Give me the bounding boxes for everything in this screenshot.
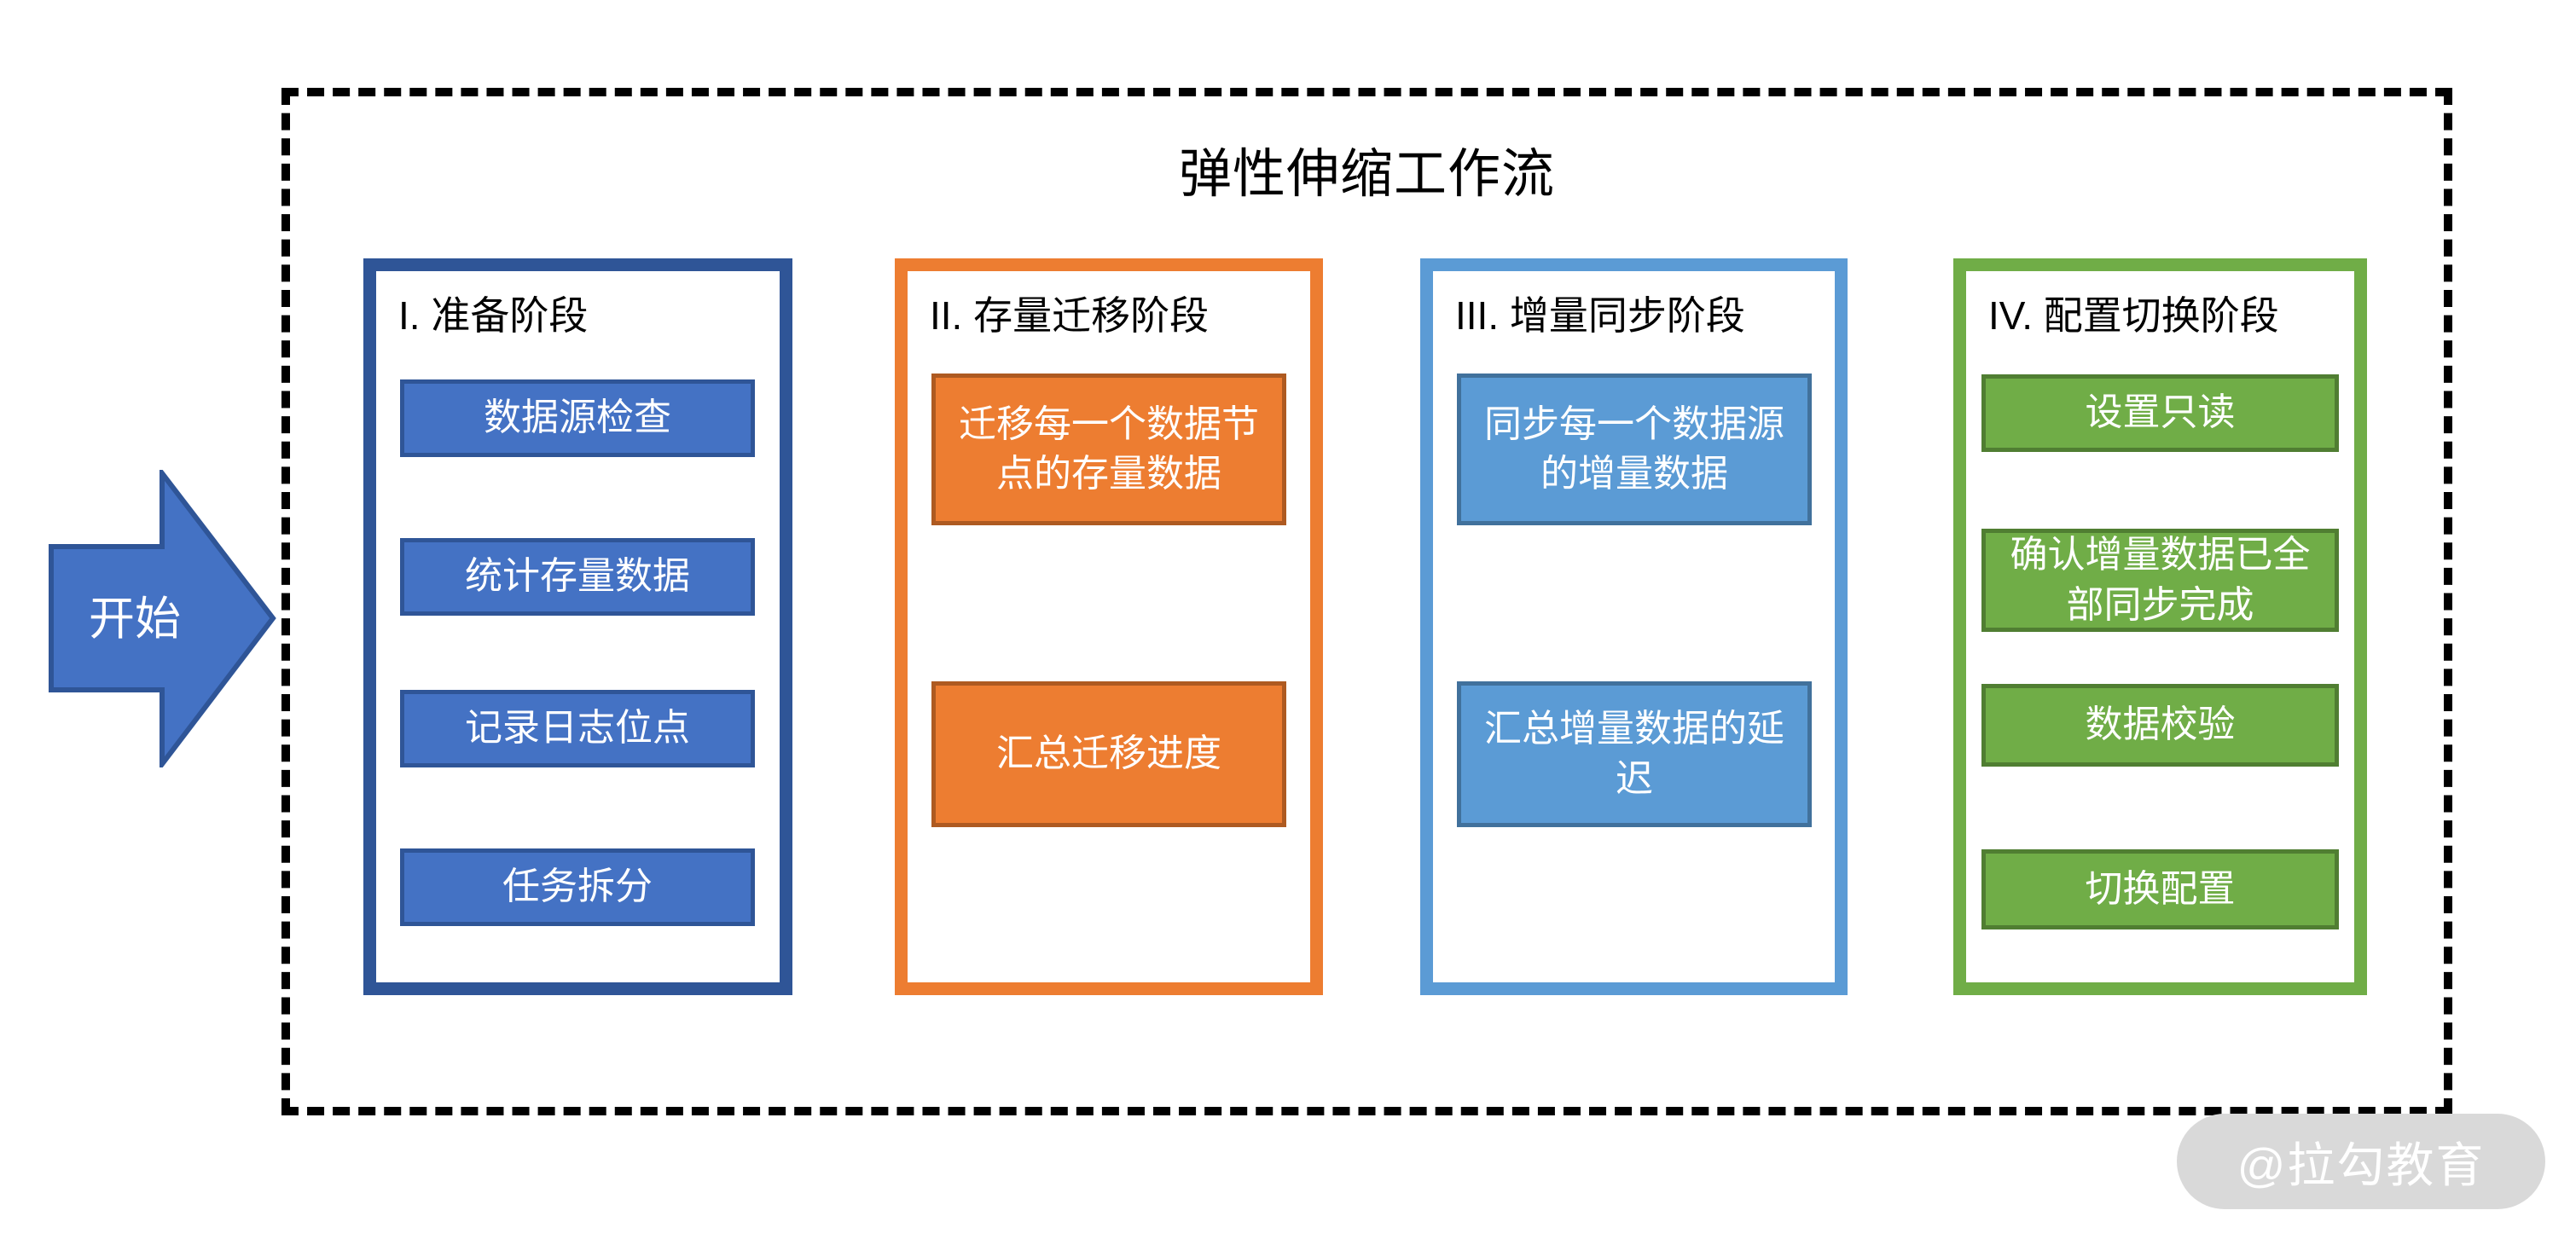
right-arrow-icon [49,470,276,767]
step-box: 确认增量数据已全部同步完成 [1981,529,2339,632]
step-box: 数据校验 [1981,684,2339,767]
step-box: 同步每一个数据源的增量数据 [1457,374,1812,525]
phase-column-config-switch: IV. 配置切换阶段 设置只读 确认增量数据已全部同步完成 数据校验 切换配置 [1953,258,2367,995]
step-box: 设置只读 [1981,374,2339,452]
phase-column-preparation: I. 准备阶段 数据源检查 统计存量数据 记录日志位点 任务拆分 [363,258,792,995]
phase-title: II. 存量迁移阶段 [930,293,1210,338]
phase-title: IV. 配置切换阶段 [1988,293,2279,338]
start-arrow: 开始 [49,470,276,767]
phase-title: I. 准备阶段 [398,293,589,338]
step-box: 汇总迁移进度 [931,681,1286,827]
step-box: 切换配置 [1981,849,2339,929]
diagram-title: 弹性伸缩工作流 [1178,145,1555,204]
watermark-text: @拉勾教育 [2237,1138,2486,1192]
step-box: 数据源检查 [400,379,755,457]
step-box: 记录日志位点 [400,690,755,767]
phase-column-incremental-sync: III. 增量同步阶段 同步每一个数据源的增量数据 汇总增量数据的延迟 [1420,258,1848,995]
watermark-badge: @拉勾教育 [2177,1114,2545,1209]
step-box: 任务拆分 [400,848,755,926]
start-arrow-label: 开始 [89,594,181,645]
step-box: 汇总增量数据的延迟 [1457,681,1812,827]
phase-column-full-migration: II. 存量迁移阶段 迁移每一个数据节点的存量数据 汇总迁移进度 [895,258,1323,995]
step-box: 统计存量数据 [400,538,755,616]
phase-title: III. 增量同步阶段 [1455,293,1745,338]
step-box: 迁移每一个数据节点的存量数据 [931,374,1286,525]
workflow-frame: 弹性伸缩工作流 [281,88,2452,1115]
